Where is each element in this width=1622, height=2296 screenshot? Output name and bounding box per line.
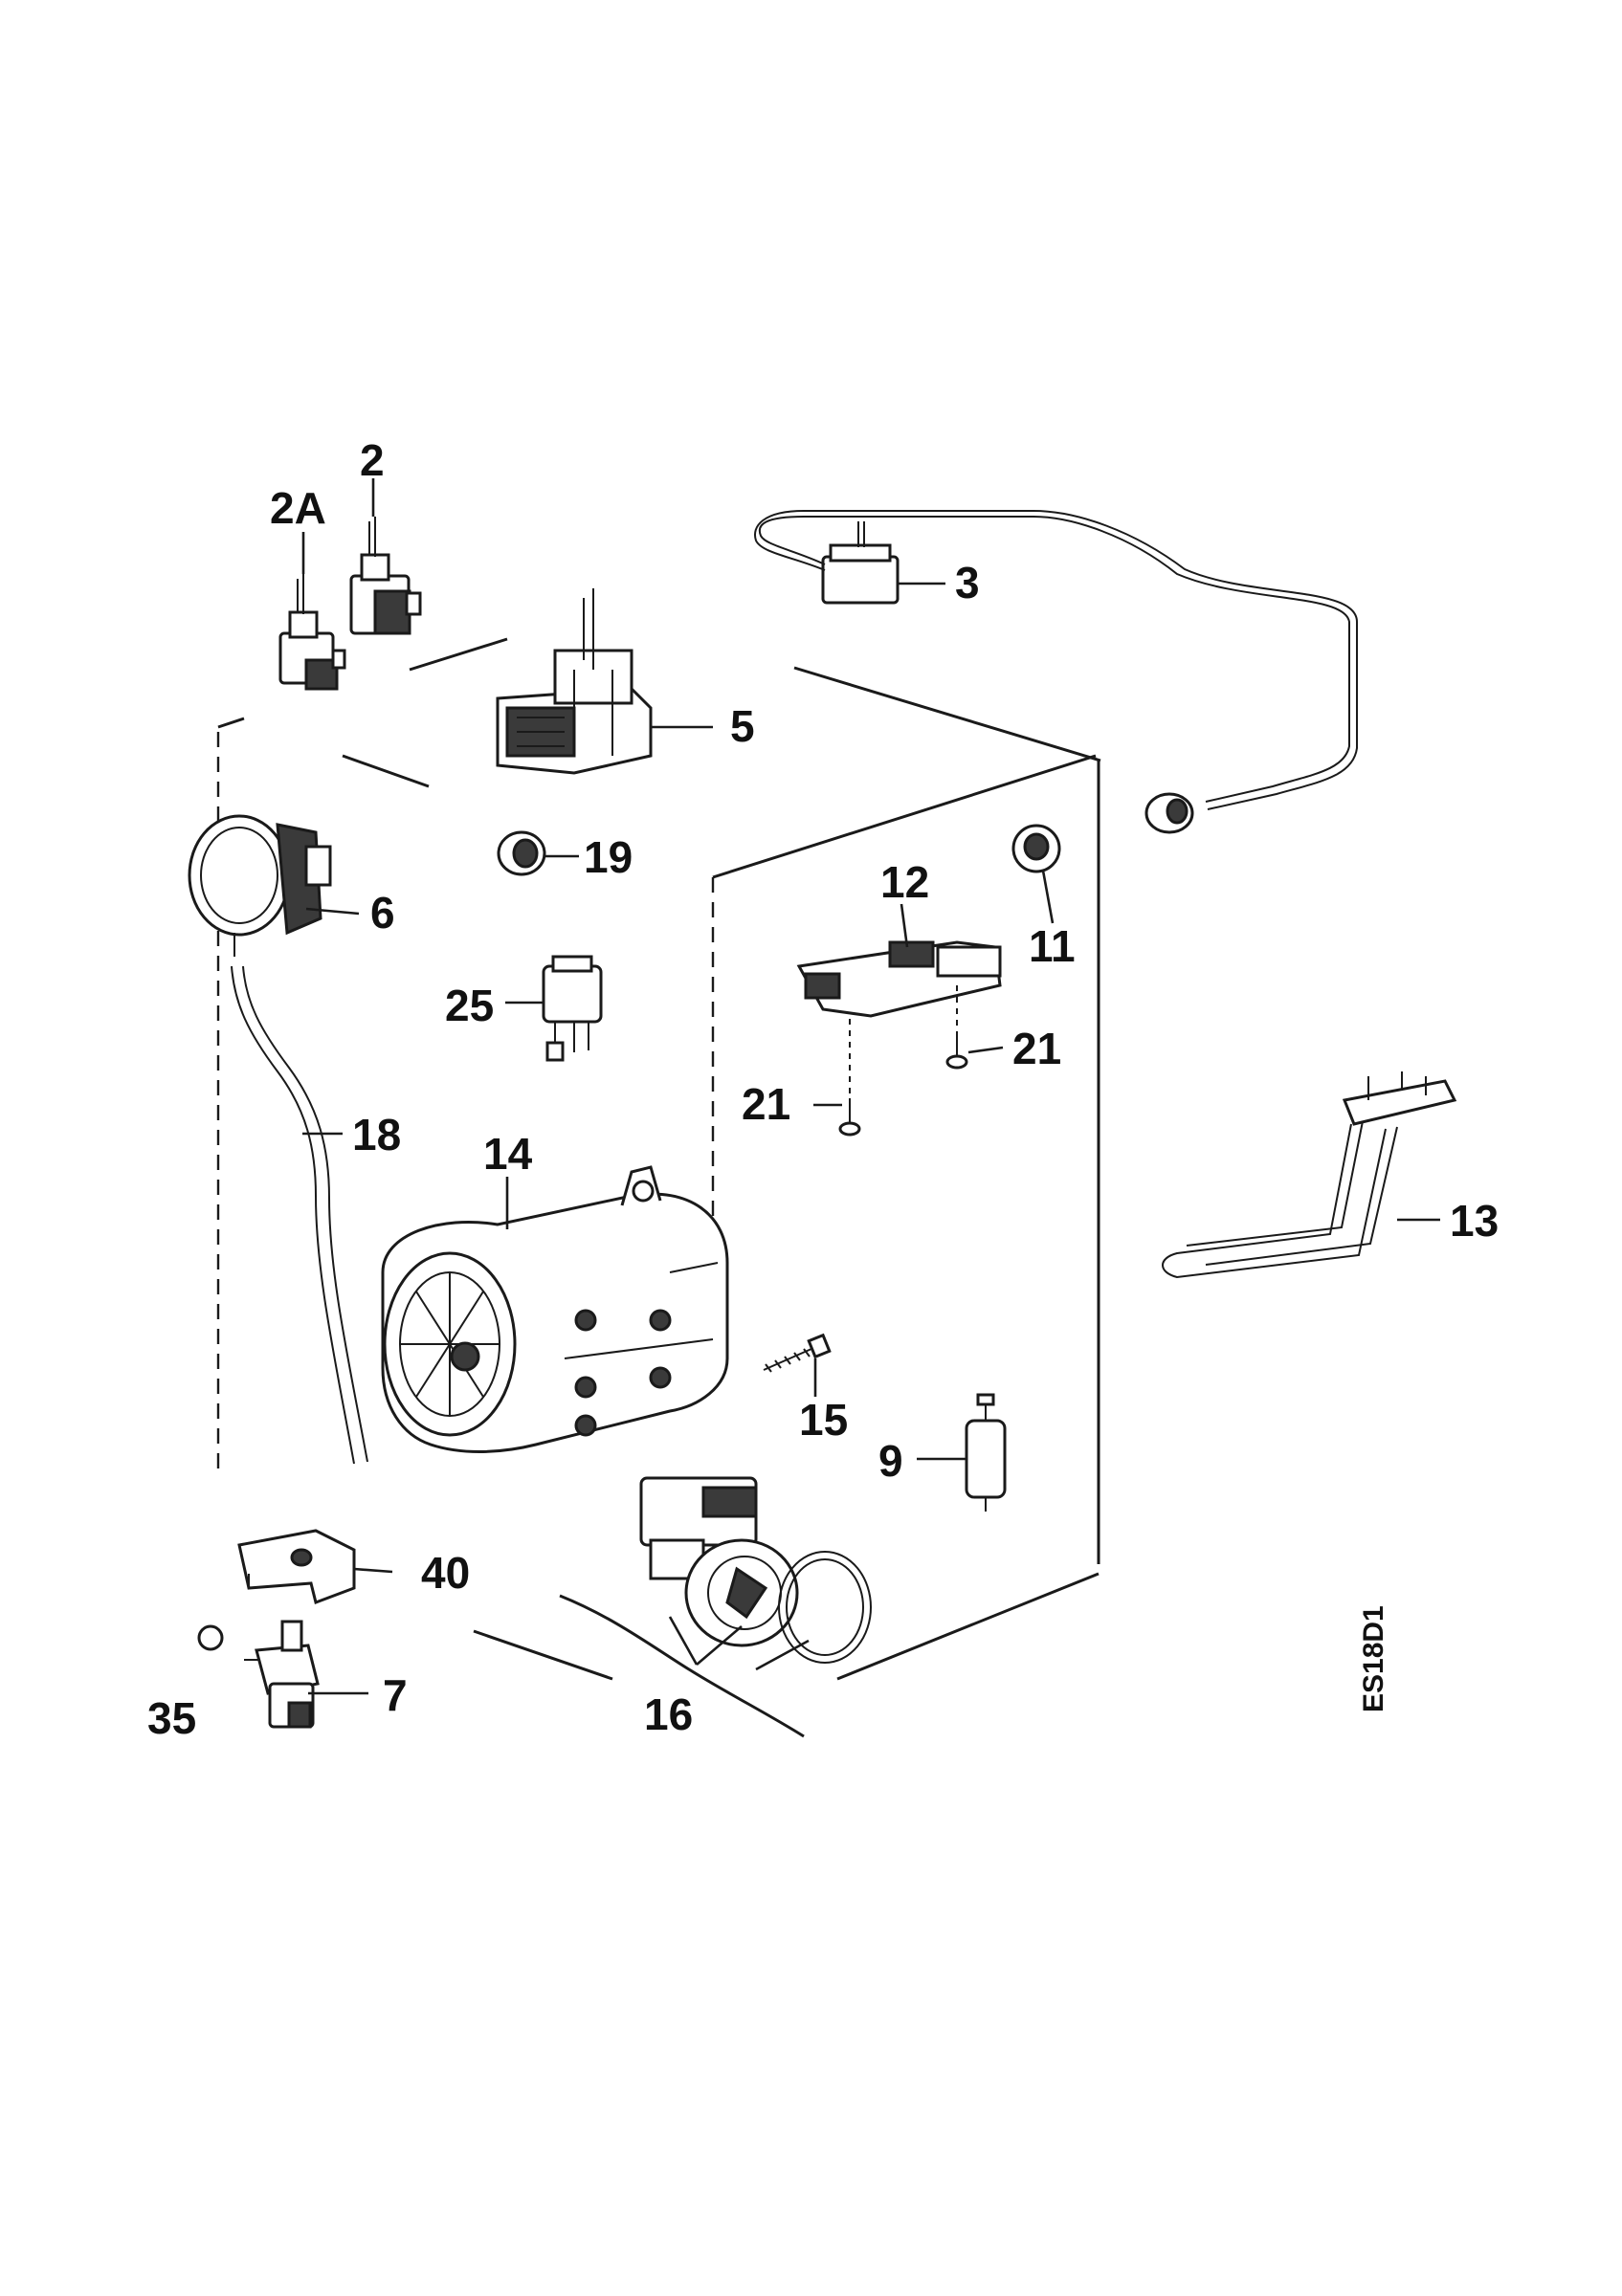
- label-40: 40: [421, 1548, 470, 1598]
- part-5-programmer: [496, 588, 653, 775]
- part-7-inlet-valve: [244, 1620, 320, 1729]
- label-14: 14: [483, 1129, 533, 1179]
- part-21-screw-right: [945, 1031, 968, 1070]
- part-11-ring: [1011, 824, 1061, 873]
- part-18-hose: [231, 965, 368, 1465]
- part-3-thermostat: [754, 510, 1358, 834]
- part-35-ring: [197, 1624, 224, 1651]
- part-labels: 2A 2 3 5 19 6 11 12 25 21 21 18 14 13 15…: [147, 435, 1499, 1743]
- part-21-screw-left: [838, 1098, 861, 1137]
- label-21-left: 21: [742, 1079, 790, 1129]
- part-2a-switch: [278, 574, 346, 691]
- part-6-pressure-switch: [188, 814, 332, 957]
- label-13: 13: [1450, 1196, 1499, 1246]
- label-7: 7: [383, 1670, 408, 1720]
- part-12-door-lock: [796, 940, 1002, 1119]
- part-25-suppressor: [542, 955, 603, 1062]
- part-15-screw: [763, 1333, 832, 1373]
- label-18: 18: [352, 1110, 401, 1159]
- label-19: 19: [584, 832, 633, 882]
- label-6: 6: [370, 888, 395, 938]
- label-11: 11: [1029, 921, 1076, 971]
- drawing-code: ES18D1: [1358, 1605, 1389, 1712]
- label-2: 2: [360, 435, 385, 485]
- label-9: 9: [878, 1436, 903, 1486]
- part-13-heater: [1162, 1071, 1457, 1279]
- label-12: 12: [880, 857, 929, 907]
- label-16: 16: [644, 1689, 693, 1739]
- leader-lines: [301, 478, 1440, 1695]
- label-3: 3: [955, 558, 980, 607]
- part-9-capacitor: [965, 1393, 1007, 1512]
- part-19-grommet: [497, 830, 546, 876]
- part-2-switch: [349, 517, 422, 635]
- label-35: 35: [147, 1693, 196, 1743]
- label-5: 5: [730, 701, 755, 751]
- part-40-bracket: [237, 1529, 356, 1604]
- part-16-drain-pump: [559, 1476, 872, 1738]
- label-2a: 2A: [270, 483, 326, 533]
- label-25: 25: [445, 981, 494, 1030]
- label-21-right: 21: [1012, 1024, 1061, 1073]
- label-15: 15: [799, 1395, 848, 1445]
- part-14-motor: [381, 1165, 729, 1453]
